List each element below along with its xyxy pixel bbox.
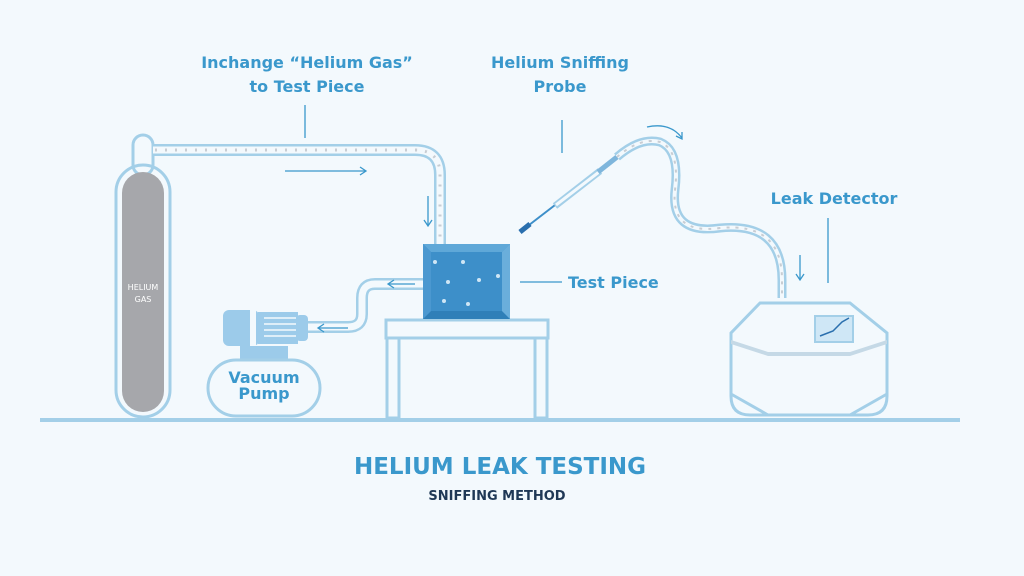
gas-hose: [153, 144, 446, 245]
test-piece: [423, 244, 510, 319]
flow-arrow-down-icon: [795, 255, 805, 282]
cylinder-label-line1: HELIUM: [128, 283, 159, 292]
flow-arrow-down-icon: [423, 196, 433, 228]
vacuum-pump: Vacuum Pump: [206, 307, 322, 418]
flow-arrow-left-icon: [316, 323, 348, 333]
diagram-subtitle: SNIFFING METHOD: [428, 489, 565, 504]
leak-detector-label: Leak Detector: [771, 189, 898, 208]
flow-arrow-left-icon: [386, 279, 415, 289]
sniffing-probe: [518, 136, 787, 298]
probe-label-line1: Helium Sniffing: [491, 53, 629, 72]
vacuum-hose: [305, 278, 425, 333]
table: [384, 318, 550, 420]
flow-arrow-right-icon: [285, 166, 368, 176]
test-piece-label: Test Piece: [568, 273, 659, 292]
leak-detector: [729, 301, 889, 417]
diagram-title: HELIUM LEAK TESTING: [354, 454, 646, 480]
inchange-label-line2: to Test Piece: [250, 77, 365, 96]
pump-label-line2: Pump: [238, 384, 289, 403]
pump-label-line1: Vacuum: [228, 368, 299, 387]
helium-cylinder: HELIUM GAS: [114, 133, 172, 419]
cylinder-label-line2: GAS: [135, 295, 152, 304]
inchange-label-line1: Inchange “Helium Gas”: [201, 53, 413, 72]
curved-arrow-icon: [646, 125, 683, 141]
probe-label-line2: Probe: [534, 77, 587, 96]
